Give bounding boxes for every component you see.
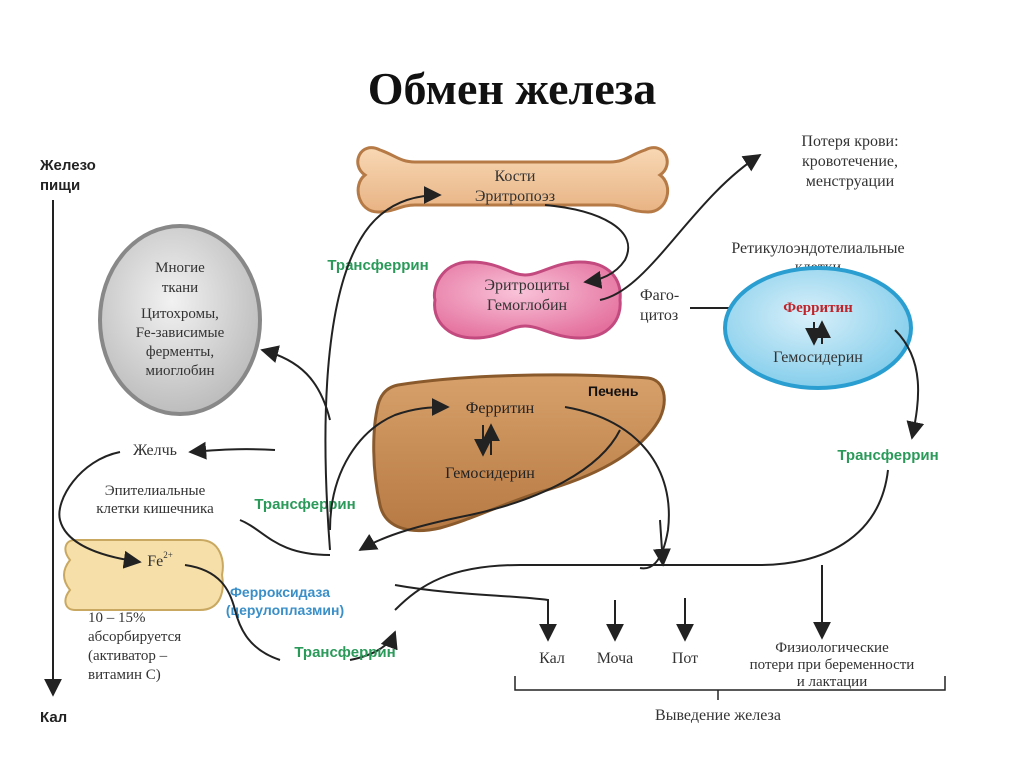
epithelial-label-2: клетки кишечника (96, 501, 214, 517)
transferrin-bottom: Трансферрин (294, 644, 395, 661)
food-iron-label-2: пищи (40, 177, 80, 194)
hemoglobin-label: Гемоглобин (487, 297, 568, 314)
tissues-line6: миоглобин (145, 363, 214, 379)
intestine-cell-shape (63, 539, 224, 611)
blood-loss-line2: кровотечение, (802, 153, 898, 170)
blood-loss-arrow (599, 154, 762, 301)
transferrin-to-bone-arrow (324, 186, 442, 551)
fe-to-transferrin-line (184, 564, 281, 661)
bile-label: Желчь (133, 442, 177, 459)
liver-to-transferrin-arrow (358, 429, 621, 551)
absorption-line4: витамин С) (88, 667, 161, 683)
excretion-label: Выведение железа (655, 707, 781, 724)
absorption-line3: (активатор – (88, 648, 168, 664)
fe-ion: Fe2+ (147, 550, 173, 570)
tissues-line1: Многие (155, 260, 205, 276)
tissues-line4: Fe-зависимые (136, 325, 225, 341)
excretion-urine: Моча (597, 650, 634, 667)
phagocytosis-line1: Фаго- (640, 287, 679, 304)
reticulo-cell-shape (723, 266, 913, 390)
erythropoiesis-label: Эритропоэз (475, 188, 555, 205)
transferrin-to-tissues-arrow (260, 345, 331, 421)
physio-loss-line3: и лактации (797, 674, 868, 690)
bone-label: Кости (495, 168, 536, 185)
reticulo-label-1: Ретикулоэндотелиальные (731, 240, 904, 257)
transferrin-right: Трансферрин (837, 447, 938, 464)
liver-outflow-arrow (652, 519, 671, 567)
tissues-line2: ткани (162, 280, 198, 296)
absorption-line1: 10 – 15% (88, 610, 146, 626)
liver-to-bile-arrow (188, 441, 276, 460)
epithelial-label-1: Эпителиальные (105, 483, 206, 499)
reticulo-to-transferrin-arrow (894, 329, 925, 440)
blood-loss-line3: менструации (806, 173, 895, 190)
transferrin-right-loop (394, 469, 889, 611)
erythrocytes-shape (432, 260, 622, 340)
stool-left-label: Кал (40, 709, 67, 726)
reticulo-ferritin: Ферритин (783, 300, 853, 316)
phagocytosis-line2: цитоз (640, 307, 678, 324)
to-stool-arrow (394, 584, 557, 642)
absorption-line2: абсорбируется (88, 629, 181, 645)
epithelial-to-transferrin-line (239, 519, 331, 556)
excretion-stool: Кал (539, 650, 565, 667)
blood-loss-title: Потеря крови: (801, 133, 898, 150)
liver-label: Печень (588, 383, 639, 399)
tissues-line5: ферменты, (146, 344, 214, 360)
physio-loss-line1: Физиологические (775, 640, 889, 656)
physio-loss-line2: потери при беременности (750, 657, 915, 673)
bile-to-intestine-arrow (58, 451, 142, 569)
page-title: Обмен железа (368, 63, 657, 114)
ferroxidase-label-2: (церулоплазмин) (226, 602, 344, 618)
transferrin-to-liver-arrow (329, 398, 450, 531)
liver-hemosiderin: Гемосидерин (445, 465, 535, 482)
transferrin-bottom-arrow (349, 630, 398, 661)
liver-ferritin: Ферритин (466, 400, 535, 417)
erythropoiesis-to-erythrocytes-arrow (544, 204, 630, 289)
excretion-sweat: Пот (672, 650, 698, 667)
transferrin-top: Трансферрин (327, 257, 428, 274)
excretion-bracket (514, 676, 946, 691)
erythrocytes-label: Эритроциты (484, 277, 569, 294)
reticulo-hemosiderin: Гемосидерин (773, 349, 863, 366)
food-iron-label-1: Железо (39, 157, 96, 174)
transferrin-middle: Трансферрин (254, 496, 355, 513)
ferroxidase-label-1: Ферроксидаза (230, 584, 330, 600)
tissues-shape (98, 224, 262, 416)
tissues-line3: Цитохромы, (141, 306, 219, 322)
